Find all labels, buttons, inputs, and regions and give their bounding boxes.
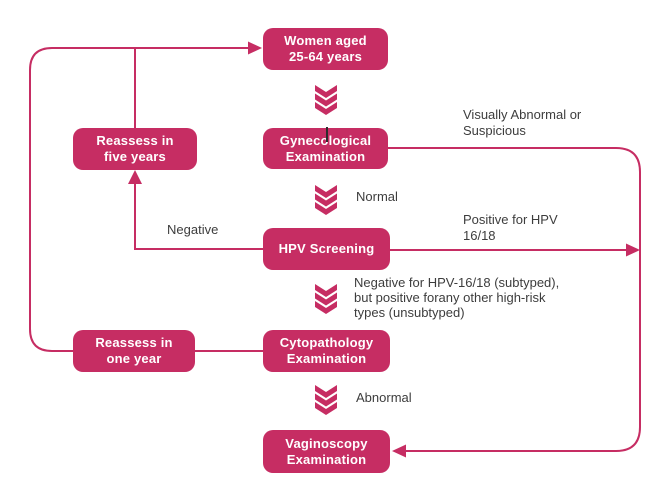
node-cytopathology-examination: Cytopathology Examination [263,330,390,372]
arrowhead-into-reassess-five-years [128,170,142,184]
node-reassess-one-year: Reassess in one year [73,330,195,372]
edge-hpv-negative [134,184,263,250]
arrowhead-into-women-aged [248,41,262,55]
text-cursor-artifact [326,127,328,142]
arrowhead-into-vaginoscopy [392,444,406,458]
edge-reassess-one-year-to-top [29,47,248,352]
triple-chevron-down-icon [315,385,337,415]
node-reassess-five-years: Reassess in five years [73,128,197,170]
label-negative: Negative [167,222,219,237]
node-vaginoscopy-examination: Vaginoscopy Examination [263,430,390,473]
triple-chevron-down-icon [315,185,337,215]
edge-visually-abnormal [388,147,641,452]
label-positive-hpv-16-18: Positive for HPV 16/18 [463,212,558,243]
label-visually-abnormal: Visually Abnormal or Suspicious [463,107,582,138]
label-abnormal: Abnormal [356,390,412,405]
node-women-aged: Women aged 25-64 years [263,28,388,70]
triple-chevron-down-icon [315,85,337,115]
triple-chevron-down-icon [315,284,337,314]
node-gynecological-examination: Gynecological Examination [263,128,388,169]
arrowhead-into-right-line [626,243,640,257]
label-negative-hpv-subtyped: Negative for HPV-16/18 (subtyped), but p… [354,275,560,320]
label-normal: Normal [356,189,398,204]
node-hpv-screening: HPV Screening [263,228,390,270]
